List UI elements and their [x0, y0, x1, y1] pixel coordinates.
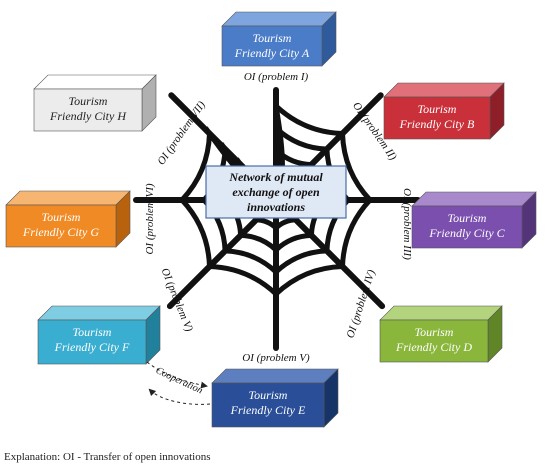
city-c-label-line-1: Tourism: [448, 211, 487, 225]
cooperation-arrow-to-e: [146, 361, 208, 389]
city-f-label-line-1: Tourism: [73, 325, 112, 339]
city-e-label-line-2: Friendly City E: [230, 403, 306, 417]
city-box-front: [383, 96, 491, 140]
city-a-label-line-2: Friendly City A: [234, 46, 310, 60]
explanation-note: Explanation: OI - Transfer of open innov…: [4, 451, 211, 463]
city-b-label-line-2: Friendly City B: [399, 117, 475, 131]
city-box-top: [5, 190, 131, 206]
city-c-label-line-2: Friendly City C: [428, 226, 505, 240]
city-a-label-line-1: Tourism: [253, 31, 292, 45]
city-b-label-line-1: Tourism: [418, 102, 457, 116]
oi-label-4: OI (problem IV): [344, 268, 377, 340]
city-h-label-line-2: Friendly City H: [49, 109, 127, 123]
city-g-label-line-2: Friendly City G: [22, 225, 99, 239]
city-box-front: [5, 204, 117, 248]
city-e-label-line-1: Tourism: [249, 388, 288, 402]
city-box-top: [33, 74, 157, 90]
city-h-label-line-1: Tourism: [69, 94, 108, 108]
city-g-label-line-1: Tourism: [42, 210, 81, 224]
city-box-top: [411, 191, 537, 207]
city-d-label-line-1: Tourism: [415, 325, 454, 339]
oi-label-7: OI (problem VI): [144, 183, 156, 254]
city-f-label-line-2: Friendly City F: [54, 340, 130, 354]
city-box-front: [411, 205, 523, 249]
oi-label-1: OI (problem I): [244, 71, 309, 83]
city-box-front: [221, 25, 323, 67]
cooperation-arrow-to-f: [148, 388, 211, 405]
city-box-top: [221, 11, 337, 27]
cooperation-link: Cooperation: [146, 361, 211, 405]
web-ring: [178, 104, 374, 298]
city-box-top: [211, 368, 339, 384]
center-line-3: innovations: [247, 200, 305, 214]
oi-label-5: OI (problem V): [242, 352, 310, 364]
oi-label-6: OI (problem V): [159, 266, 196, 333]
city-d-label-line-2: Friendly City D: [395, 340, 472, 354]
center-box: Network of mutual exchange of open innov…: [205, 165, 347, 219]
cooperation-label: Cooperation: [154, 365, 204, 396]
city-box-front: [379, 319, 489, 363]
center-line-2: exchange of open: [232, 185, 320, 199]
city-box-top: [383, 82, 505, 98]
city-box-top: [37, 305, 161, 321]
center-box-background: [205, 165, 347, 219]
city-box-front: [33, 88, 143, 132]
city-box-top: [379, 305, 503, 321]
center-line-1: Network of mutual: [228, 170, 323, 184]
city-box-front: [37, 319, 147, 365]
oi-label-3: OI (problem III): [401, 188, 413, 260]
city-box-front: [211, 382, 325, 428]
